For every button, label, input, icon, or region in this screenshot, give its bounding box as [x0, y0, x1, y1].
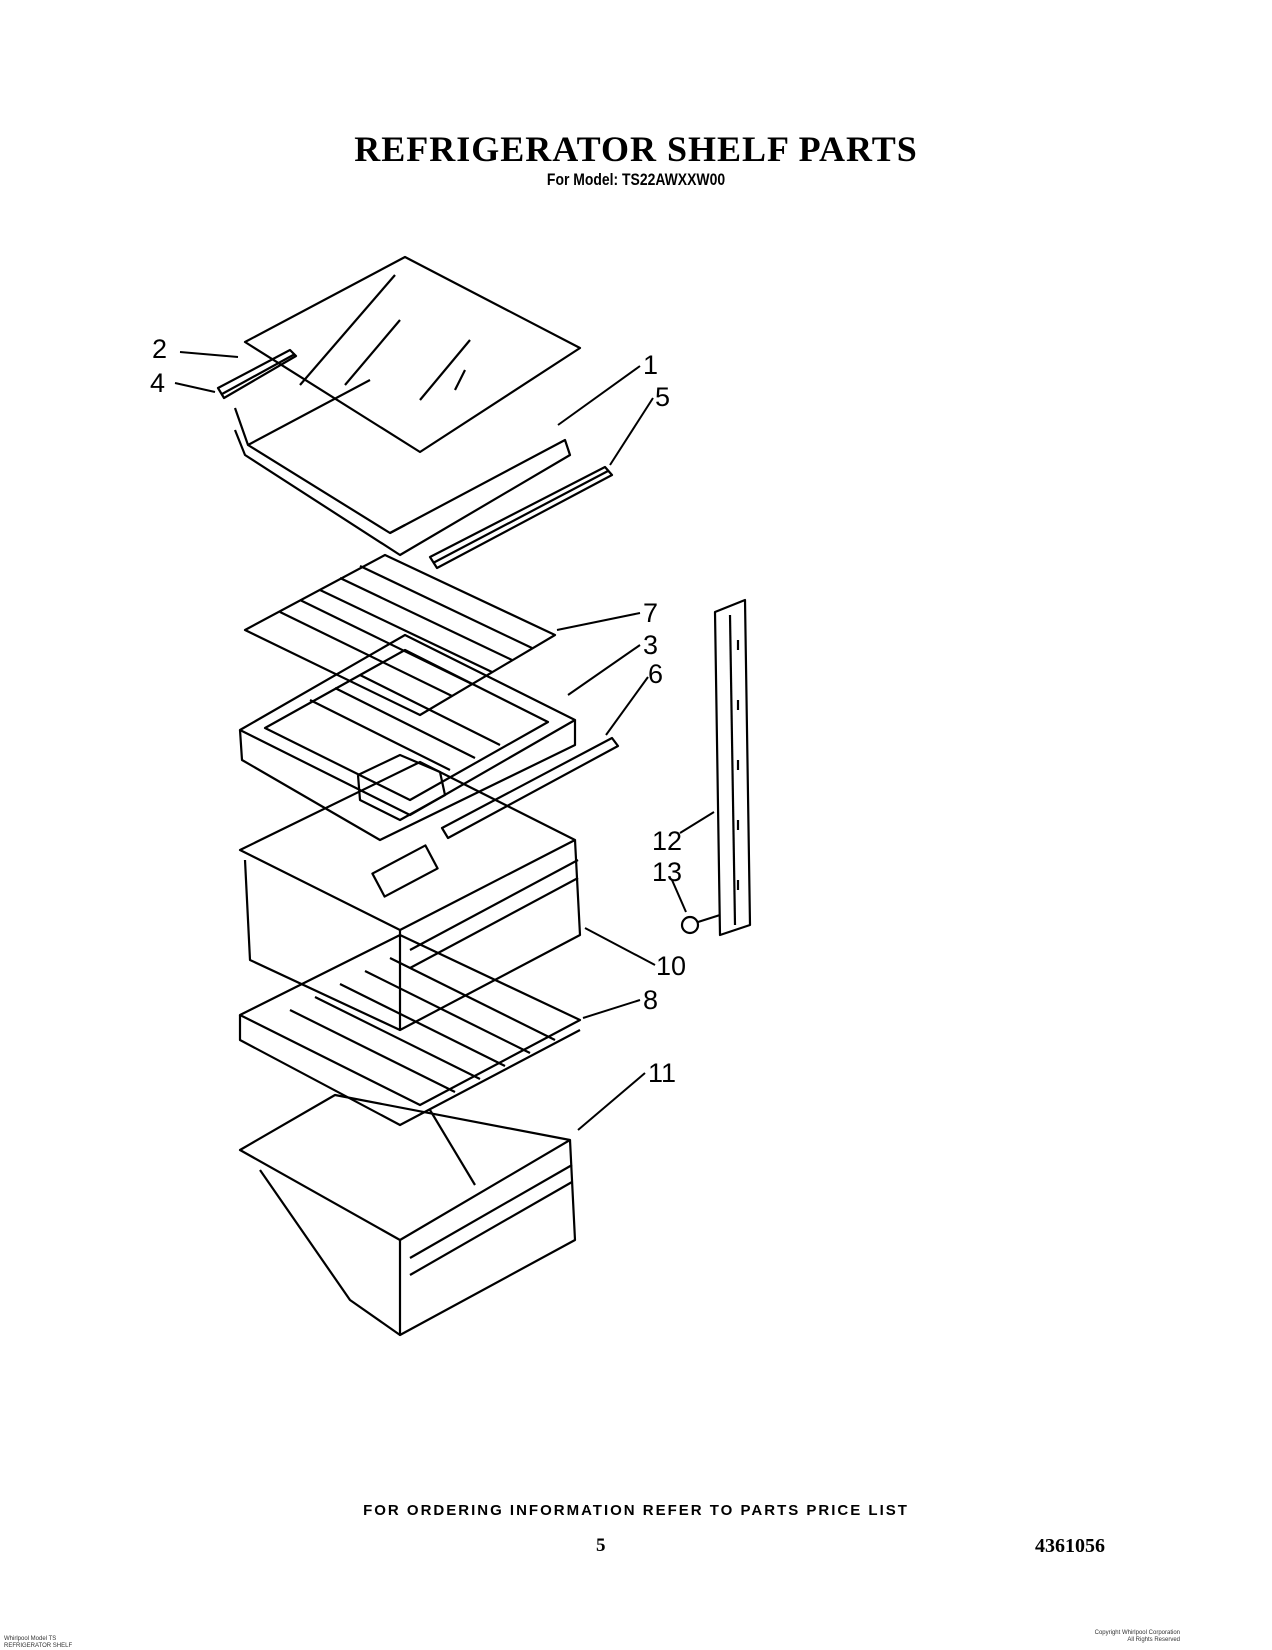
slatted-shelf-part — [243, 553, 557, 717]
leader-13 — [671, 879, 687, 913]
fine-print-right-line: All Rights Reserved — [1127, 1637, 1180, 1643]
shelf-frame-part — [233, 379, 572, 557]
front-trim-part — [428, 465, 614, 570]
leader-8 — [582, 999, 641, 1019]
document-number: 4361056 — [1035, 1535, 1105, 1557]
callout-1: 1 — [643, 350, 658, 380]
leader-6 — [605, 676, 649, 736]
shelf-trim-left-part — [216, 348, 298, 400]
ordering-note: FOR ORDERING INFORMATION REFER TO PARTS … — [363, 1502, 909, 1519]
lower-crisper-drawer-part — [238, 1093, 577, 1337]
fine-print-right: Copyright Whirlpool Corporation All Righ… — [980, 1630, 1180, 1644]
crisper-cover-frame-part — [238, 633, 577, 842]
glass-shelf-part — [243, 255, 582, 454]
page-number: 5 — [596, 1535, 606, 1556]
screw-part — [680, 913, 721, 935]
leader-12 — [679, 811, 715, 834]
callout-6: 6 — [648, 659, 663, 689]
callout-7: 7 — [643, 598, 658, 628]
fine-print-left-line: REFRIGERATOR SHELF — [4, 1643, 73, 1649]
callout-2: 2 — [152, 334, 167, 364]
fine-print-left-line: Whirlpool Model TS — [4, 1636, 57, 1642]
model-subtitle: For Model: TS22AWXXW00 — [546, 170, 726, 189]
callout-4: 4 — [150, 368, 165, 398]
vertical-rail-part — [713, 598, 752, 937]
fine-print-left: Whirlpool Model TS REFRIGERATOR SHELF — [4, 1636, 72, 1650]
leader-1 — [557, 365, 641, 426]
callout-5: 5 — [655, 382, 670, 412]
callout-8: 8 — [643, 985, 658, 1015]
cover-rail-part — [440, 736, 620, 840]
leader-10 — [584, 927, 656, 966]
leader-2 — [179, 351, 239, 358]
leader-3 — [567, 644, 641, 696]
callout-10: 10 — [656, 951, 686, 981]
callout-11: 11 — [648, 1058, 676, 1088]
leader-11 — [577, 1072, 646, 1131]
leader-4 — [174, 382, 216, 393]
page-title: REFRIGERATOR SHELF PARTS — [354, 129, 918, 169]
fine-print-right-line: Copyright Whirlpool Corporation — [1094, 1630, 1180, 1636]
callout-12: 12 — [652, 826, 682, 856]
leader-7 — [556, 612, 641, 631]
leader-5 — [609, 397, 654, 466]
lower-shelf-part — [238, 933, 582, 1127]
callout-13: 13 — [652, 857, 682, 887]
callout-3: 3 — [643, 630, 658, 660]
